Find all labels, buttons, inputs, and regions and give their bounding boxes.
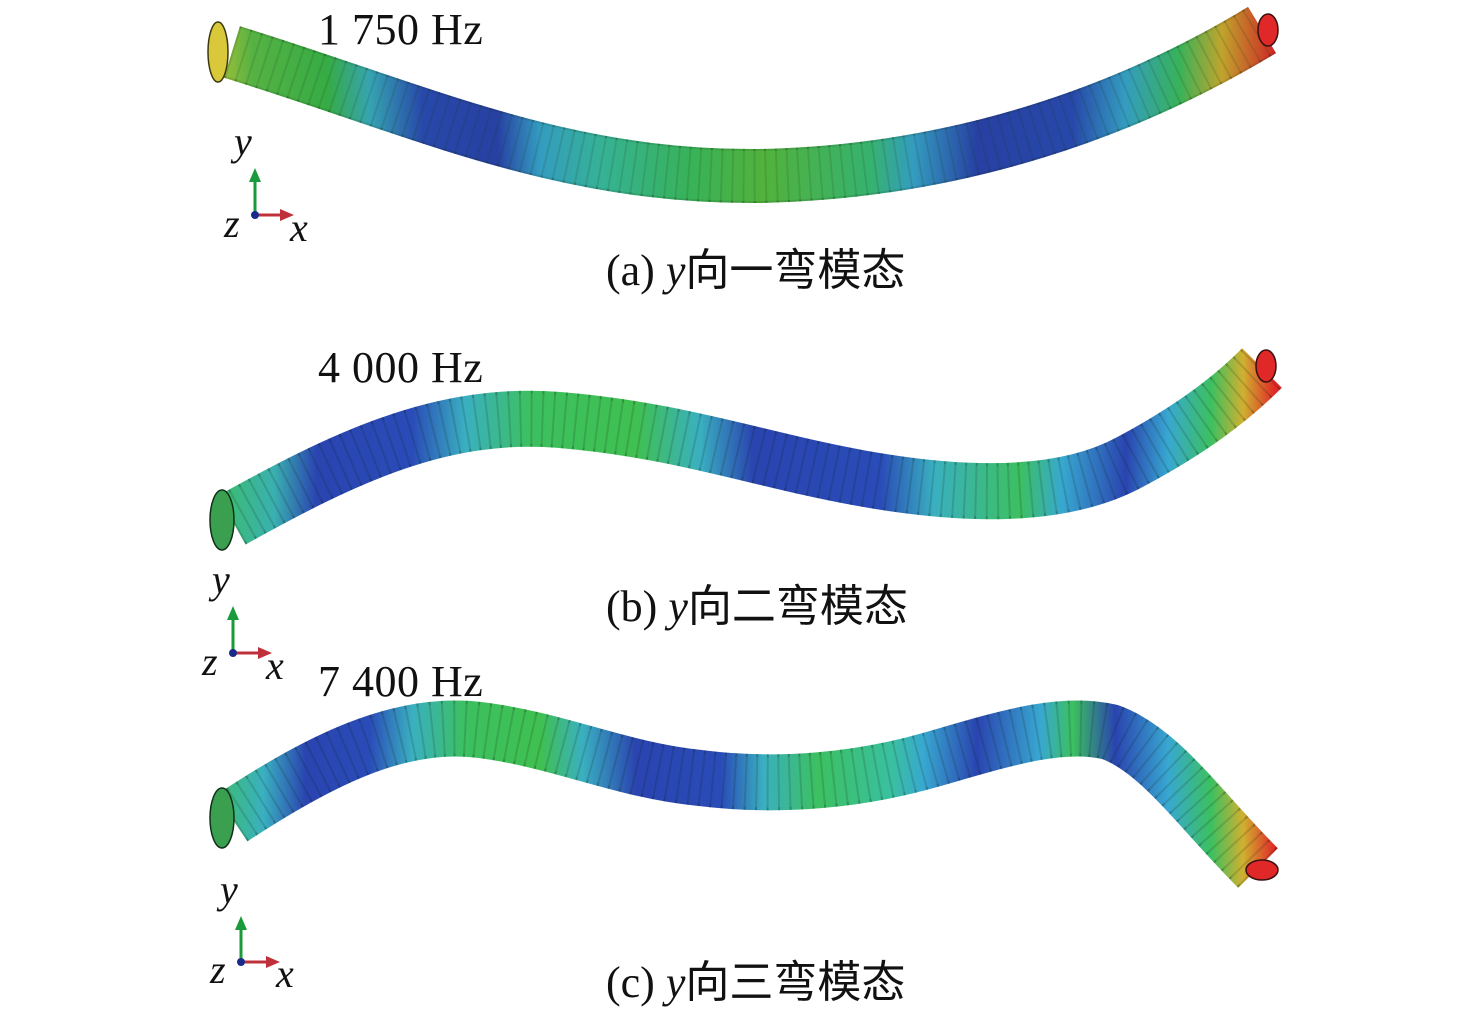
axis-label-x: x — [290, 205, 308, 250]
mode-panel-a: 1 750 Hz y z x (a) y向一弯模态 — [0, 0, 1476, 300]
caption-b: (b) y向二弯模态 — [606, 582, 908, 631]
tube-mode-c — [209, 700, 1279, 888]
coordinate-triad: y z x — [220, 119, 330, 248]
axis-label-x: x — [266, 643, 284, 688]
mode-panel-c: 7 400 Hz y z x (c) y向三弯模态 — [0, 650, 1476, 1009]
frequency-label: 1 750 Hz — [318, 5, 484, 54]
axis-label-z: z — [210, 947, 226, 992]
caption-a: (a) y向一弯模态 — [606, 246, 906, 295]
axis-label-y: y — [234, 119, 252, 164]
axis-label-y: y — [212, 557, 230, 602]
axis-label-z: z — [224, 201, 240, 246]
caption-c: (c) y向三弯模态 — [606, 958, 906, 1007]
frequency-label: 7 400 Hz — [318, 657, 484, 706]
frequency-label: 4 000 Hz — [318, 343, 484, 392]
tube-mode-a — [207, 6, 1279, 204]
coordinate-triad: y z x — [206, 867, 316, 994]
coordinate-triad: y z x — [200, 557, 310, 686]
axis-label-z: z — [202, 639, 218, 684]
tube-mode-b — [209, 348, 1282, 551]
mode-panel-b: 4 000 Hz y z x (b) y向二弯模态 — [0, 330, 1476, 686]
axis-label-y: y — [220, 867, 238, 912]
axis-label-x: x — [276, 951, 294, 996]
